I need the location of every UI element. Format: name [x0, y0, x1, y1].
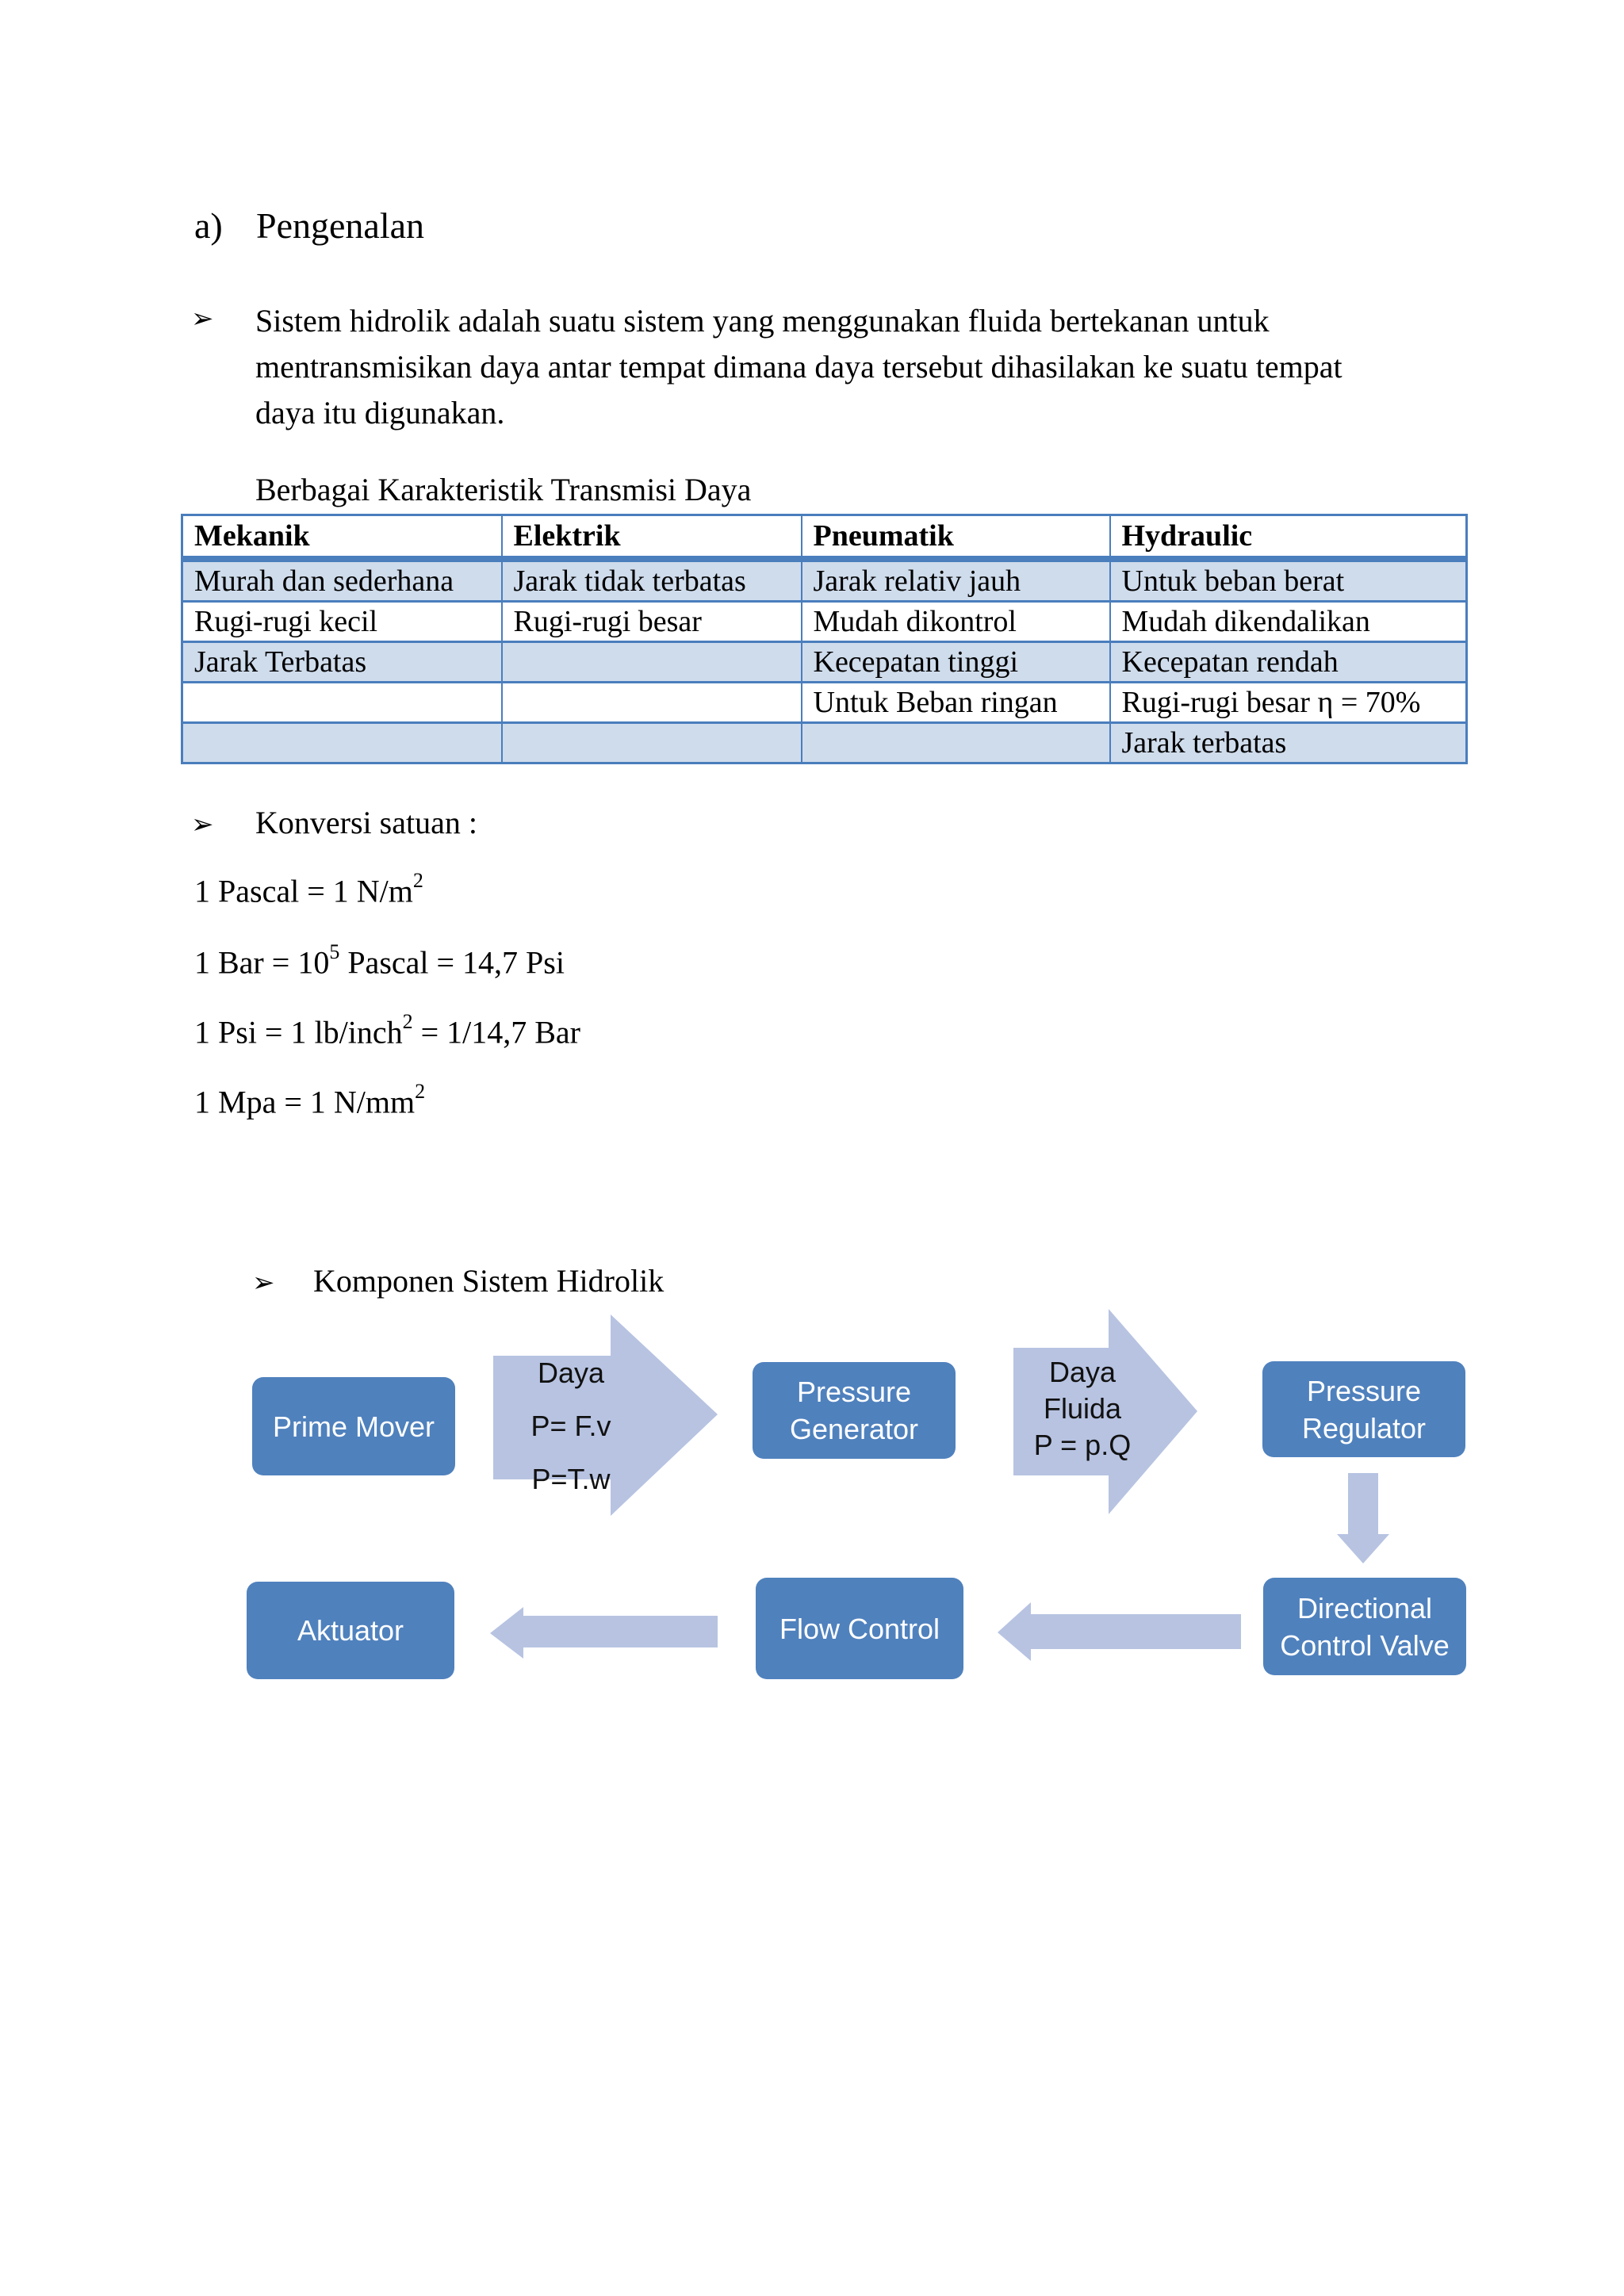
- box-label: Pressure: [1306, 1374, 1422, 1407]
- column-header: Elektrik: [500, 514, 802, 562]
- down-arrow: [1337, 1473, 1389, 1563]
- arrow-label-line: Daya: [537, 1357, 605, 1389]
- table-cell: Jarak tidak terbatas: [500, 557, 802, 603]
- table-cell: Kecepatan rendah: [1109, 641, 1468, 683]
- table-cell: Untuk Beban ringan: [800, 681, 1111, 724]
- box-label: Flow Control: [779, 1612, 940, 1645]
- right-block-arrow-fluid: [1013, 1309, 1197, 1514]
- box-label: Prime Mover: [272, 1410, 435, 1443]
- column-header: Pneumatik: [800, 514, 1111, 562]
- fluid-arrow-label: Daya Fluida P = p.Q: [1009, 1354, 1156, 1464]
- table-cell: Mudah dikontrol: [800, 600, 1111, 643]
- prime-mover-box: Prime Mover: [252, 1377, 455, 1475]
- right-block-arrow-power: [493, 1314, 718, 1516]
- box-label: Pressure: [796, 1376, 912, 1408]
- arrow-bullet-icon: ➢: [191, 303, 214, 335]
- arrow-label-line: Daya: [1048, 1356, 1116, 1388]
- equation-text: 1 Mpa = 1 N/mm: [194, 1084, 416, 1120]
- equation-psi: 1 Psi = 1 lb/inch2 = 1/14,7 Bar: [194, 1010, 581, 1050]
- arrow-bullet-icon: ➢: [252, 1267, 275, 1299]
- table-cell: Mudah dikendalikan: [1109, 600, 1468, 643]
- table-row: Jarak Terbatas Kecepatan tinggi Kecepata…: [181, 641, 1468, 683]
- box-label: Regulator: [1301, 1411, 1427, 1445]
- table-cell: Murah dan sederhana: [181, 557, 503, 603]
- komponen-bullet: ➢ Komponen Sistem Hidrolik: [252, 1262, 664, 1299]
- equation-text: = 1/14,7 Bar: [412, 1014, 581, 1050]
- box-label: Control Valve: [1280, 1628, 1450, 1662]
- pressure-generator-box: Pressure Generator: [753, 1362, 956, 1459]
- konversi-title: Konversi satuan :: [255, 805, 477, 840]
- table-cell: Jarak Terbatas: [181, 641, 503, 683]
- equation-superscript: 5: [329, 940, 340, 963]
- box-label: Aktuator: [297, 1614, 404, 1647]
- left-arrow-to-aktuator: [490, 1607, 718, 1659]
- table-cell: Untuk beban berat: [1109, 557, 1468, 603]
- table-caption: Berbagai Karakteristik Transmisi Daya: [255, 472, 752, 507]
- directional-control-valve-box: Directional Control Valve: [1263, 1578, 1466, 1675]
- column-header: Hydraulic: [1109, 514, 1468, 562]
- equation-mpa: 1 Mpa = 1 N/mm2: [194, 1080, 426, 1120]
- box-label: Directional: [1297, 1591, 1433, 1624]
- table-cell: [800, 721, 1111, 764]
- intro-line: daya itu digunakan.: [255, 395, 505, 430]
- arrow-label-line: P=T.w: [531, 1463, 611, 1495]
- column-header: Mekanik: [181, 514, 503, 562]
- section-heading: a) Pengenalan: [194, 205, 424, 247]
- table-row: Untuk Beban ringan Rugi-rugi besar η = 7…: [181, 681, 1468, 724]
- table-row: Jarak terbatas: [181, 721, 1468, 764]
- table-cell: Rugi-rugi besar: [500, 600, 802, 643]
- equation-text: 1 Bar = 10: [194, 944, 330, 981]
- table-cell: [500, 641, 802, 683]
- table-row: Murah dan sederhana Jarak tidak terbatas…: [181, 557, 1468, 603]
- intro-line: mentransmisikan daya antar tempat dimana…: [255, 349, 1342, 385]
- arrow-label-line: P= F.v: [530, 1410, 611, 1442]
- pressure-regulator-box: Pressure Regulator: [1262, 1361, 1465, 1457]
- table-cell: Jarak terbatas: [1109, 721, 1468, 764]
- intro-line: Sistem hidrolik adalah suatu sistem yang…: [255, 303, 1270, 339]
- power-arrow-label: Daya P= F.v P=T.w: [500, 1346, 642, 1506]
- table-header-row: Mekanik Elektrik Pneumatik Hydraulic: [181, 514, 1468, 562]
- flow-control-box: Flow Control: [756, 1578, 963, 1679]
- arrow-bullet-icon: ➢: [191, 809, 214, 840]
- table-cell: Kecepatan tinggi: [800, 641, 1111, 683]
- intro-paragraph: Sistem hidrolik adalah suatu sistem yang…: [255, 298, 1342, 436]
- intro-bullet: ➢ Sistem hidrolik adalah suatu sistem ya…: [191, 298, 1342, 436]
- table-cell: Rugi-rugi kecil: [181, 600, 503, 643]
- box-label: Generator: [789, 1413, 919, 1445]
- equation-bar: 1 Bar = 105 Pascal = 14,7 Psi: [194, 940, 565, 981]
- table-cell: [181, 681, 503, 724]
- equation-text: Pascal = 14,7 Psi: [339, 944, 565, 981]
- equation-pascal: 1 Pascal = 1 N/m2: [194, 869, 423, 909]
- konversi-bullet: ➢ Konversi satuan :: [191, 804, 477, 841]
- table-cell: [500, 681, 802, 724]
- equation-superscript: 2: [412, 869, 423, 892]
- komponen-title: Komponen Sistem Hidrolik: [313, 1263, 665, 1299]
- heading-marker: a): [194, 205, 223, 246]
- table-cell: [181, 721, 503, 764]
- equation-superscript: 2: [415, 1080, 426, 1103]
- left-arrow-to-flow-control: [998, 1602, 1241, 1661]
- characteristics-table: Mekanik Elektrik Pneumatik Hydraulic Mur…: [181, 514, 1468, 764]
- aktuator-box: Aktuator: [247, 1582, 454, 1679]
- table-cell: [500, 721, 802, 764]
- equation-text: 1 Psi = 1 lb/inch: [194, 1014, 403, 1050]
- equation-superscript: 2: [402, 1010, 413, 1033]
- heading-title: Pengenalan: [256, 205, 425, 246]
- arrow-label-line: Fluida: [1043, 1392, 1122, 1425]
- equation-text: 1 Pascal = 1 N/m: [194, 873, 413, 909]
- arrow-label-line: P = p.Q: [1033, 1429, 1132, 1461]
- table-cell: Jarak relativ jauh: [800, 557, 1111, 603]
- table-row: Rugi-rugi kecil Rugi-rugi besar Mudah di…: [181, 600, 1468, 643]
- table-cell: Rugi-rugi besar η = 70%: [1109, 681, 1468, 724]
